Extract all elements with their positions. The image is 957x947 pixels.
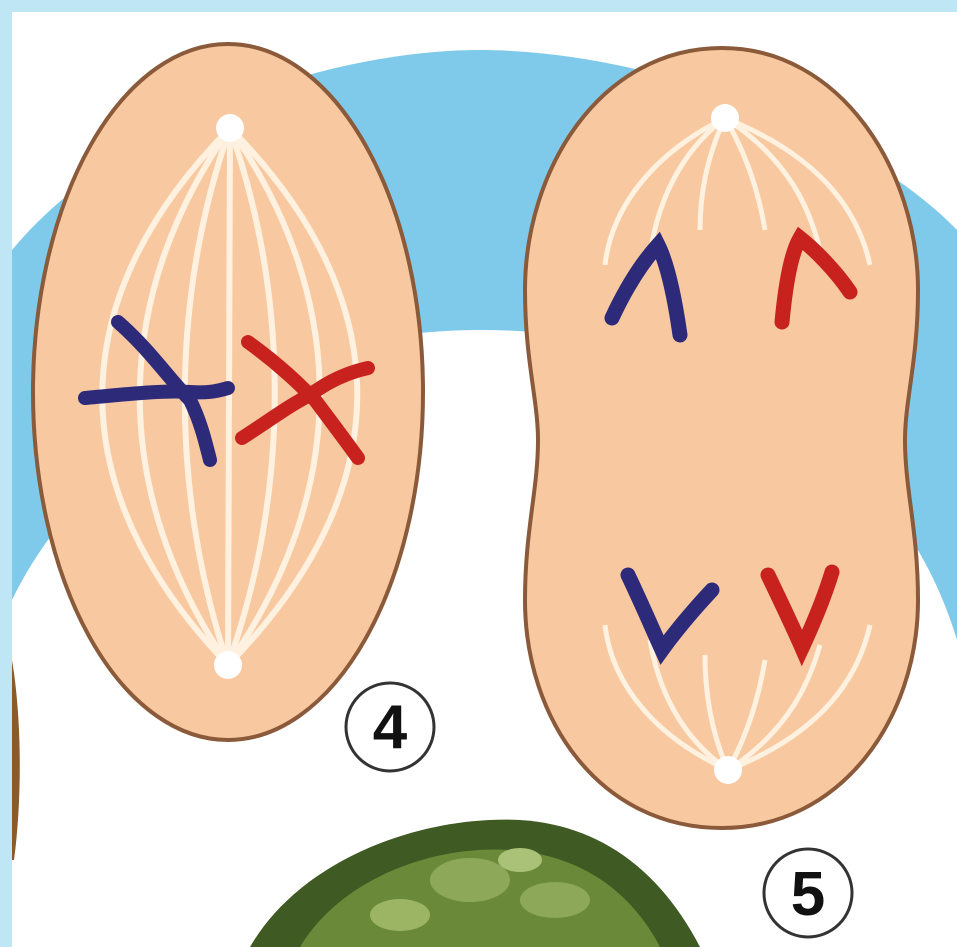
metaphase-cell (33, 44, 423, 740)
centrosome-top (711, 104, 739, 132)
stage-label-4: 4 (346, 683, 434, 771)
anaphase-cell (525, 48, 918, 828)
centrosome-bottom (214, 651, 242, 679)
stage-label-5: 5 (764, 849, 852, 937)
centrosome-top (216, 114, 244, 142)
centrosome-bottom (714, 756, 742, 784)
stage-number-5: 5 (791, 860, 825, 929)
stage-number-4: 4 (373, 693, 408, 762)
cell-membrane (525, 48, 918, 828)
